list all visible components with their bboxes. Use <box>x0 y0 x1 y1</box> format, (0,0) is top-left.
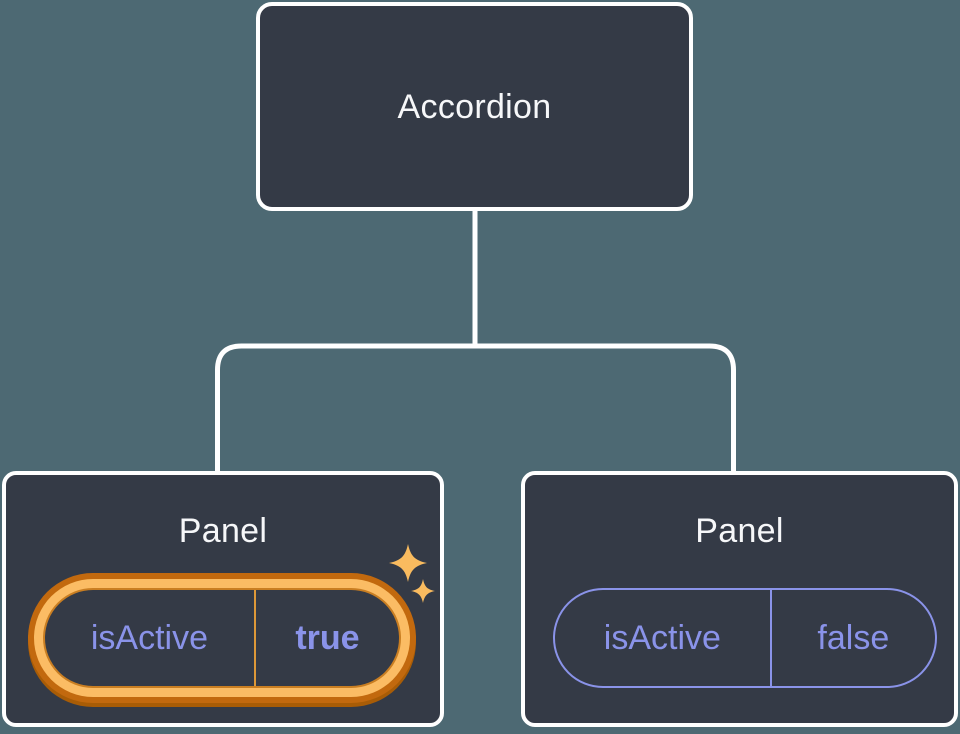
accordion-node-label: Accordion <box>397 87 552 126</box>
panel-node-label: Panel <box>178 512 268 550</box>
sparkle-large-icon <box>389 544 427 582</box>
state-key-label: isActive <box>603 619 721 657</box>
state-pill-inactive: isActive false <box>553 588 937 688</box>
panel-node-inactive: Panel isActive false <box>521 471 958 727</box>
state-pill-gold-band: isActive true <box>34 579 410 697</box>
state-value-label: false <box>817 619 890 657</box>
panel-node-active: Panel isActive true <box>2 471 444 727</box>
state-pill-active: isActive true <box>43 588 401 688</box>
state-pill-highlight-ring: isActive true <box>28 573 416 703</box>
panel-node-label: Panel <box>695 512 784 550</box>
accordion-node: Accordion <box>256 2 693 211</box>
state-value-label: true <box>295 619 360 657</box>
sparkle-small-icon <box>411 579 435 603</box>
state-pill-divider <box>769 590 772 686</box>
state-key-label: isActive <box>90 619 208 657</box>
state-pill-divider <box>253 590 256 686</box>
